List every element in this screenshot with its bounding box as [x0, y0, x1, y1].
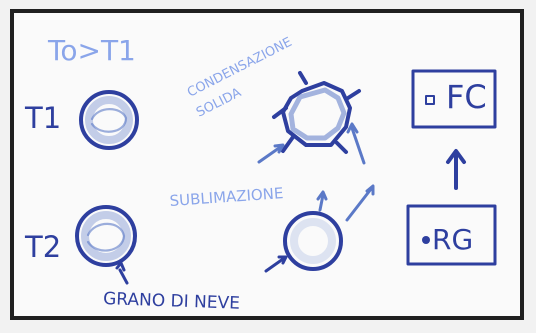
- grain-arrowhead: [277, 255, 288, 265]
- sublimation-label: SUBLIMAZIONE: [169, 184, 284, 210]
- left-bottom-arrowhead: [115, 261, 126, 272]
- bottom-grain: [75, 205, 137, 267]
- top-box: [411, 69, 497, 129]
- center-crystal: [272, 71, 361, 154]
- bottom-center-grain: [283, 211, 343, 271]
- bottom-box-label: RG: [432, 223, 473, 256]
- center-right-arrow: [350, 126, 366, 165]
- bottom-box: [406, 204, 497, 266]
- t2-label: T2: [24, 230, 61, 264]
- header-label: To>T1: [47, 34, 136, 67]
- paper-frame: [10, 9, 524, 320]
- grain-label: GRANO DI NEVE: [103, 289, 240, 314]
- grain-arrow: [264, 257, 285, 273]
- sublimation-arrow-2: [345, 187, 373, 222]
- sublimation-arrowhead-2: [365, 184, 375, 196]
- bottom-box-dot-icon: [422, 236, 430, 244]
- sublimation-arrowhead-1: [316, 190, 328, 201]
- center-right-arrowhead: [346, 122, 359, 134]
- top-grain: [79, 90, 139, 150]
- condensation-label-line-1: CONDENSAZIONE: [185, 35, 295, 101]
- left-bottom-arrow: [118, 268, 129, 285]
- t1-label: T1: [24, 101, 61, 135]
- box-transition-arrowhead: [446, 149, 466, 164]
- top-box-label: FC: [446, 78, 487, 116]
- top-box-square-icon: [425, 95, 435, 105]
- center-left-arrow: [257, 146, 281, 164]
- sublimation-arrow-1: [318, 193, 325, 212]
- center-left-arrowhead: [273, 143, 285, 154]
